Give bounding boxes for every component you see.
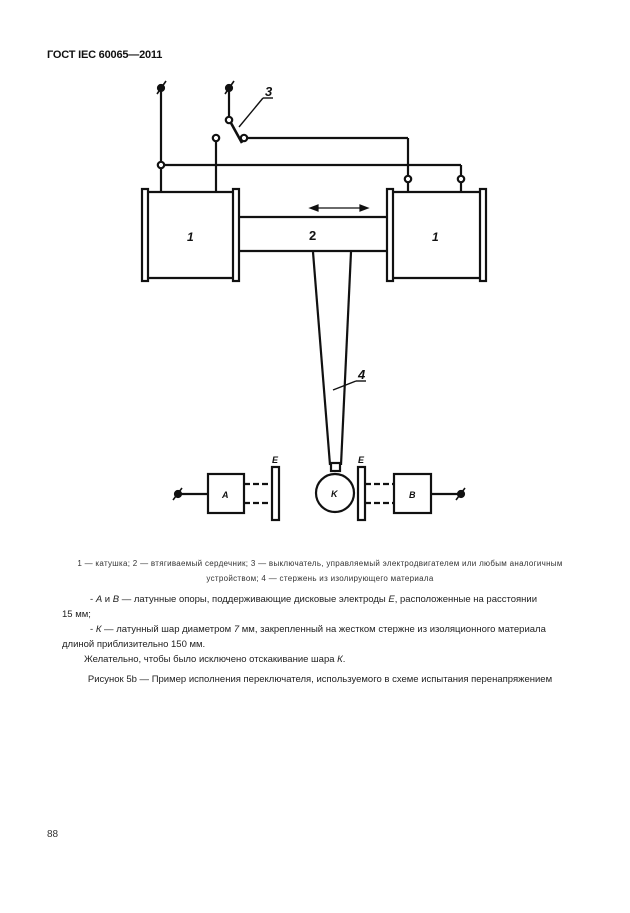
- figure-notes: - А и В — латунные опоры, поддерживающие…: [62, 592, 582, 667]
- note-supports-cont: 15 мм;: [62, 609, 91, 620]
- support-b: [356, 465, 466, 522]
- label-ball: K: [331, 489, 339, 499]
- note-ball-cont: длиной приблизительно 150 мм.: [62, 639, 206, 650]
- note-ball: - К — латунный шар диаметром 7 мм, закре…: [90, 624, 546, 635]
- note-supports: - А и В — латунные опоры, поддерживающие…: [90, 594, 538, 605]
- label-electrode-right: E: [358, 455, 365, 465]
- insulating-rod: [311, 251, 366, 473]
- label-support-b: B: [409, 490, 416, 500]
- legend-line-1: 1 — катушка; 2 — втягиваемый сердечник; …: [77, 559, 563, 568]
- plunger-core: [239, 215, 387, 253]
- support-a: [172, 465, 281, 522]
- coil-right: [385, 187, 488, 283]
- brass-ball: [314, 472, 356, 514]
- switch-contact: [239, 133, 249, 143]
- label-coil-left: 1: [187, 230, 194, 244]
- switch-diagram: 1 1 2 3 4 A B K E E: [140, 80, 488, 522]
- figure-caption: Рисунок 5b — Пример исполнения переключа…: [87, 674, 553, 685]
- open-terminal: [211, 133, 221, 143]
- note-bounce: Желательно, чтобы было исключено отскаки…: [84, 654, 346, 665]
- diagram-svg: 1 1 2 3 4 A B K E E: [140, 80, 488, 522]
- switch-pivot: [224, 115, 234, 125]
- coil-left: [140, 187, 241, 283]
- left-terminal-icon: [156, 80, 167, 95]
- label-core: 2: [309, 228, 316, 243]
- label-switch: 3: [265, 84, 273, 99]
- motion-arrow-icon: [308, 204, 370, 212]
- document-header: ГОСТ IEC 60065—2011: [47, 49, 163, 61]
- legend-line-2: устройством; 4 — стержень из изолирующег…: [206, 574, 434, 583]
- label-support-a: A: [221, 490, 229, 500]
- junction-node: [156, 160, 166, 170]
- label-coil-right: 1: [432, 230, 439, 244]
- label-electrode-left: E: [272, 455, 279, 465]
- label-rod: 4: [357, 367, 366, 382]
- figure-legend: 1 — катушка; 2 — втягиваемый сердечник; …: [40, 556, 600, 586]
- page-number: 88: [47, 829, 59, 840]
